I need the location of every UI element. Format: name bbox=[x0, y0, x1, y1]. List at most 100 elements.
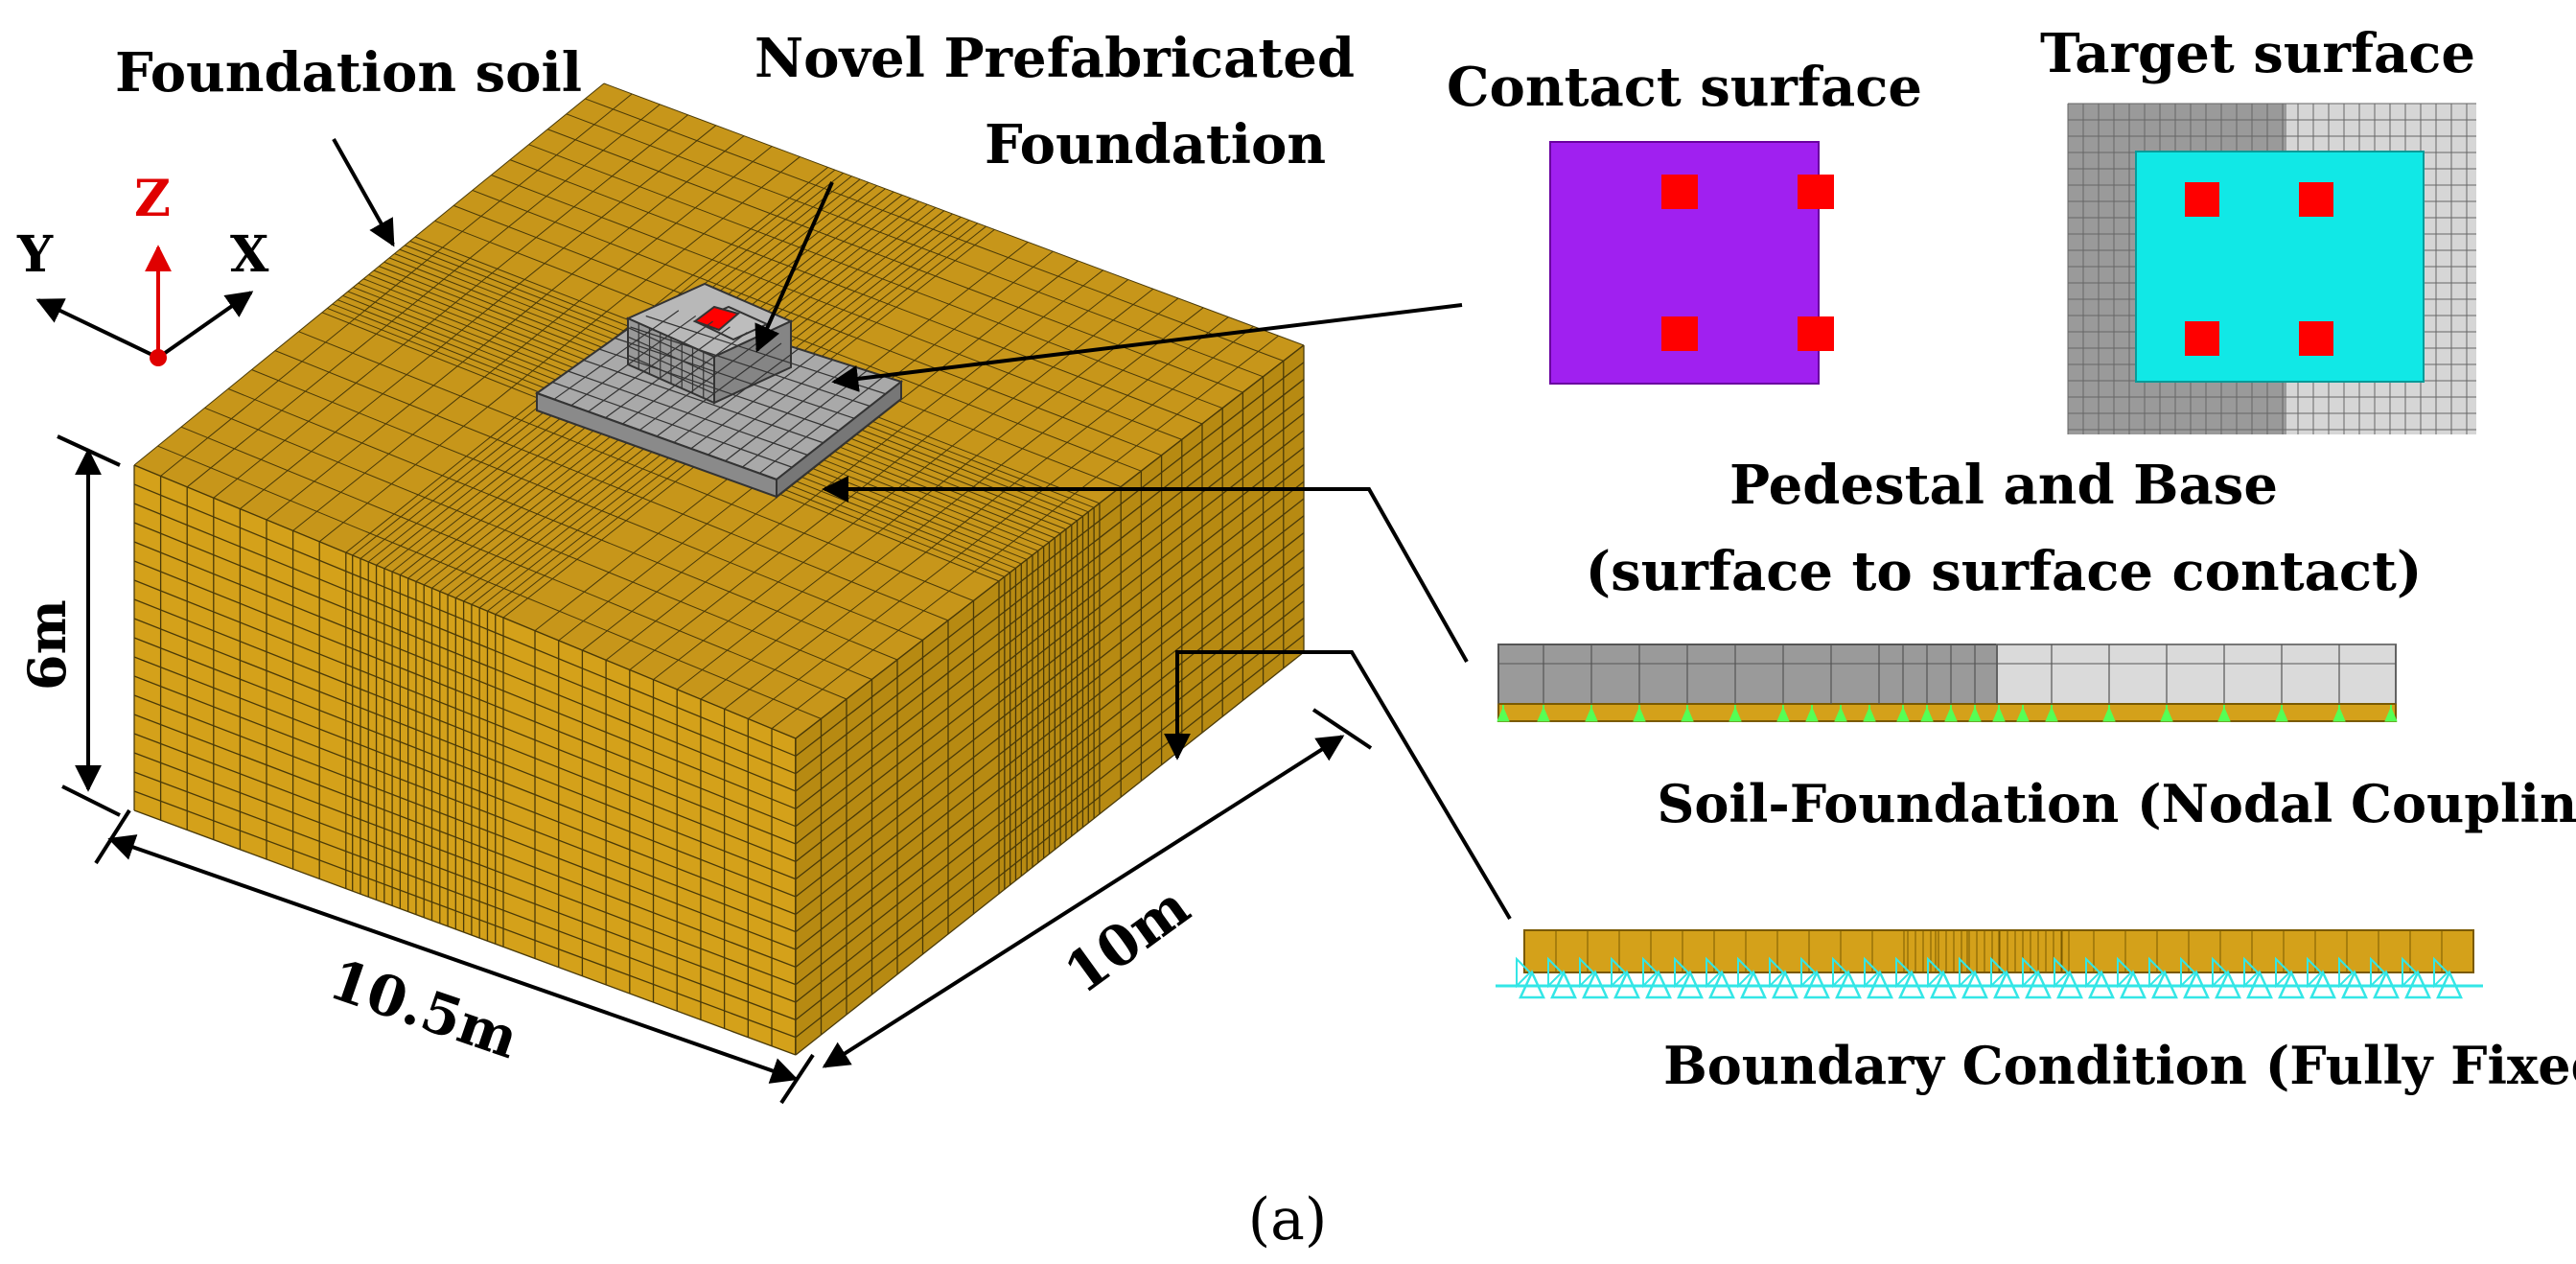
contact-pedestal-4 bbox=[1798, 316, 1834, 351]
mesh-line bbox=[292, 146, 773, 531]
mesh-line bbox=[528, 144, 1223, 410]
mesh-line bbox=[491, 175, 1182, 440]
fixed-support-marker bbox=[2402, 956, 2418, 989]
foundation-base-side bbox=[776, 379, 902, 500]
mesh-line bbox=[585, 98, 1284, 362]
fixed-support-marker bbox=[1706, 956, 1722, 989]
foundation-column-top-red bbox=[692, 305, 741, 332]
fixed-support-marker bbox=[2085, 956, 2101, 989]
fixed-support-marker bbox=[2307, 956, 2323, 989]
foundation-mesh-line bbox=[568, 370, 808, 456]
fixed-support-marker bbox=[1516, 956, 1532, 989]
leader-foundation-soil bbox=[332, 138, 395, 247]
mesh-line bbox=[453, 204, 1142, 472]
prefabricated-foundation bbox=[534, 282, 904, 500]
fixed-support-marker bbox=[1547, 956, 1564, 989]
label-contact-surface: Contact surface bbox=[1447, 56, 1922, 119]
mesh-line bbox=[157, 445, 822, 719]
label-target-surface: Target surface bbox=[2040, 22, 2475, 85]
mesh-line bbox=[186, 104, 661, 488]
fixed-support-marker bbox=[1769, 956, 1785, 989]
foundation-mesh-line bbox=[627, 354, 715, 394]
fixed-support-marker bbox=[1895, 956, 1912, 989]
coupling-base-dark bbox=[1497, 644, 1998, 705]
mesh-line bbox=[133, 522, 797, 792]
dim-height-label: 6m bbox=[16, 599, 78, 691]
leader-pedestal-base bbox=[822, 476, 1469, 663]
boundary-condition-strip bbox=[1496, 929, 2483, 999]
fixed-support-marker bbox=[1800, 956, 1817, 989]
foundation-mesh-line bbox=[615, 337, 855, 419]
fixed-support-marker bbox=[2243, 956, 2260, 989]
mesh-line bbox=[266, 135, 745, 521]
mesh-line bbox=[133, 82, 605, 466]
dim-depth-arrow bbox=[822, 735, 1345, 1068]
mesh-line bbox=[133, 503, 797, 775]
annotation-labels: Foundation soil Novel Prefabricated Foun… bbox=[115, 22, 2576, 1253]
leader-lines bbox=[332, 138, 1512, 921]
mesh-line bbox=[133, 598, 797, 862]
mesh-line bbox=[251, 369, 923, 641]
target-pedestal-1 bbox=[2185, 182, 2219, 217]
mesh-line bbox=[274, 350, 949, 621]
contact-pedestal-2 bbox=[1798, 175, 1834, 209]
dim-height-tick-top bbox=[57, 434, 121, 467]
fixed-support-marker bbox=[1611, 956, 1627, 989]
mesh-line bbox=[700, 307, 1204, 700]
fixed-support-marker bbox=[2117, 956, 2133, 989]
leader-novel-foundation bbox=[754, 181, 834, 353]
mesh-line bbox=[566, 113, 1264, 378]
mesh-line bbox=[133, 541, 797, 809]
mesh-line bbox=[676, 297, 1179, 691]
mesh-line bbox=[547, 129, 1243, 393]
axis-x-label: X bbox=[230, 225, 269, 284]
target-surface-panel bbox=[2067, 103, 2476, 434]
mesh-line bbox=[795, 379, 1305, 775]
mesh-line bbox=[748, 325, 1254, 719]
fixed-support-marker bbox=[1579, 956, 1595, 989]
mesh-line bbox=[795, 395, 1305, 792]
mesh-line bbox=[227, 387, 898, 661]
coupling-base-light bbox=[1996, 644, 2397, 705]
mesh-line bbox=[160, 93, 633, 477]
dim-width-tick-left bbox=[94, 808, 131, 865]
dim-width-label: 10.5m bbox=[321, 947, 526, 1071]
fixed-support-marker bbox=[2054, 956, 2070, 989]
mesh-line bbox=[204, 407, 872, 680]
mesh-line bbox=[605, 269, 1103, 661]
fixed-support-marker bbox=[1674, 956, 1690, 989]
contact-pedestal-3 bbox=[1661, 316, 1698, 351]
mesh-line bbox=[213, 114, 688, 499]
fixed-support-marker bbox=[1832, 956, 1848, 989]
mesh-line bbox=[240, 125, 717, 509]
mesh-line bbox=[509, 159, 1203, 425]
mesh-line bbox=[133, 579, 797, 845]
foundation-mesh-line bbox=[583, 359, 824, 444]
fixed-support-marker bbox=[2148, 956, 2165, 989]
mesh-line bbox=[603, 82, 1305, 346]
contact-pedestal-1 bbox=[1661, 175, 1698, 209]
fixed-support-marker bbox=[2275, 956, 2291, 989]
dim-depth-label: 10m bbox=[1053, 874, 1201, 1007]
mesh-line bbox=[318, 156, 801, 543]
axis-z-label: Z bbox=[134, 170, 171, 228]
label-foundation-soil: Foundation soil bbox=[115, 41, 582, 105]
target-pedestal-2 bbox=[2299, 182, 2333, 217]
dim-depth-tick-right bbox=[1311, 708, 1373, 750]
target-pedestal-4 bbox=[2299, 321, 2333, 356]
fixed-support-marker bbox=[1927, 956, 1943, 989]
fixed-support-marker bbox=[2433, 956, 2449, 989]
mesh-line bbox=[133, 483, 797, 757]
dim-width-tick-right bbox=[779, 1053, 815, 1105]
fixed-support-marker bbox=[2338, 956, 2355, 989]
label-boundary-condition: Boundary Condition (Fully Fixed) bbox=[1663, 1035, 2576, 1096]
label-pedestal-line1: Pedestal and Base bbox=[1729, 454, 2278, 517]
mesh-line bbox=[472, 189, 1162, 456]
axis-origin bbox=[150, 349, 167, 366]
mesh-line bbox=[795, 344, 1305, 739]
axis-triad: Z Y X bbox=[16, 170, 269, 366]
fixed-support-marker bbox=[1959, 956, 1975, 989]
label-novel-line2: Foundation bbox=[985, 113, 1326, 176]
coupling-node-markers bbox=[1497, 705, 2398, 722]
